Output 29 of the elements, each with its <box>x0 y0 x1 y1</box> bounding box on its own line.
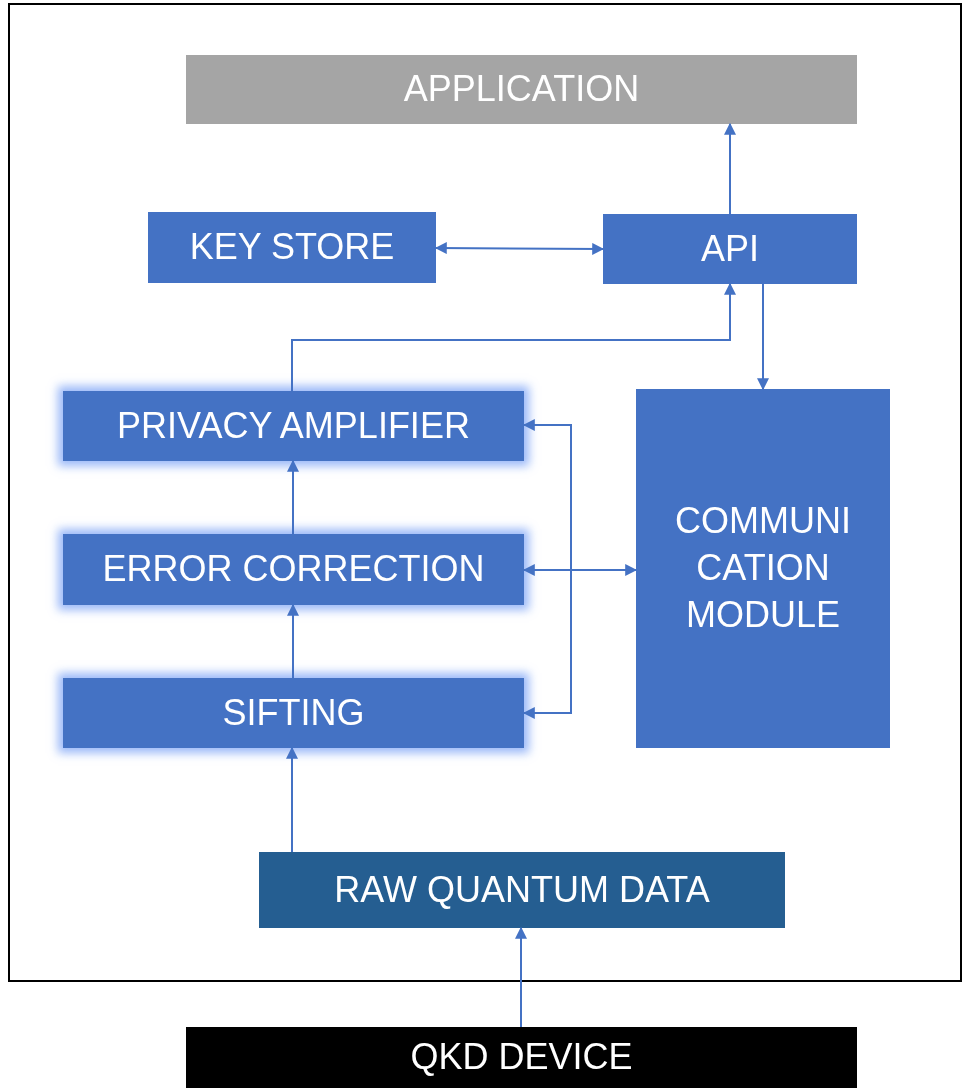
arrow <box>287 459 299 535</box>
arrow <box>515 926 527 1028</box>
device-bar <box>186 1027 857 1088</box>
arrow <box>291 282 736 392</box>
box-label: SIFTING <box>222 690 365 735</box>
box-label: APPLICATION <box>403 67 640 112</box>
process-box <box>148 212 436 283</box>
process-box <box>603 214 857 284</box>
box-label: API <box>701 226 759 271</box>
arrow <box>286 746 298 853</box>
arrow <box>757 283 769 391</box>
box-label: RAW QUANTUM DATA <box>334 867 710 912</box>
arrow <box>522 564 638 576</box>
process-box <box>63 678 524 748</box>
arrow <box>522 419 572 719</box>
process-box <box>259 852 785 928</box>
box-label: QKD DEVICE <box>410 1035 633 1080</box>
process-box <box>63 391 524 461</box>
process-box <box>63 534 524 605</box>
frame-box <box>8 3 962 982</box>
box-label: ERROR CORRECTION <box>102 547 485 592</box>
arrow <box>434 242 605 255</box>
box-label: COMMUNI CATION MODULE <box>674 499 852 637</box>
box-label: KEY STORE <box>189 225 395 270</box>
arrow <box>287 603 299 679</box>
process-box <box>636 389 890 748</box>
box-label: PRIVACY AMPLIFIER <box>117 403 470 448</box>
arrow <box>724 122 736 215</box>
application-bar <box>186 55 857 124</box>
